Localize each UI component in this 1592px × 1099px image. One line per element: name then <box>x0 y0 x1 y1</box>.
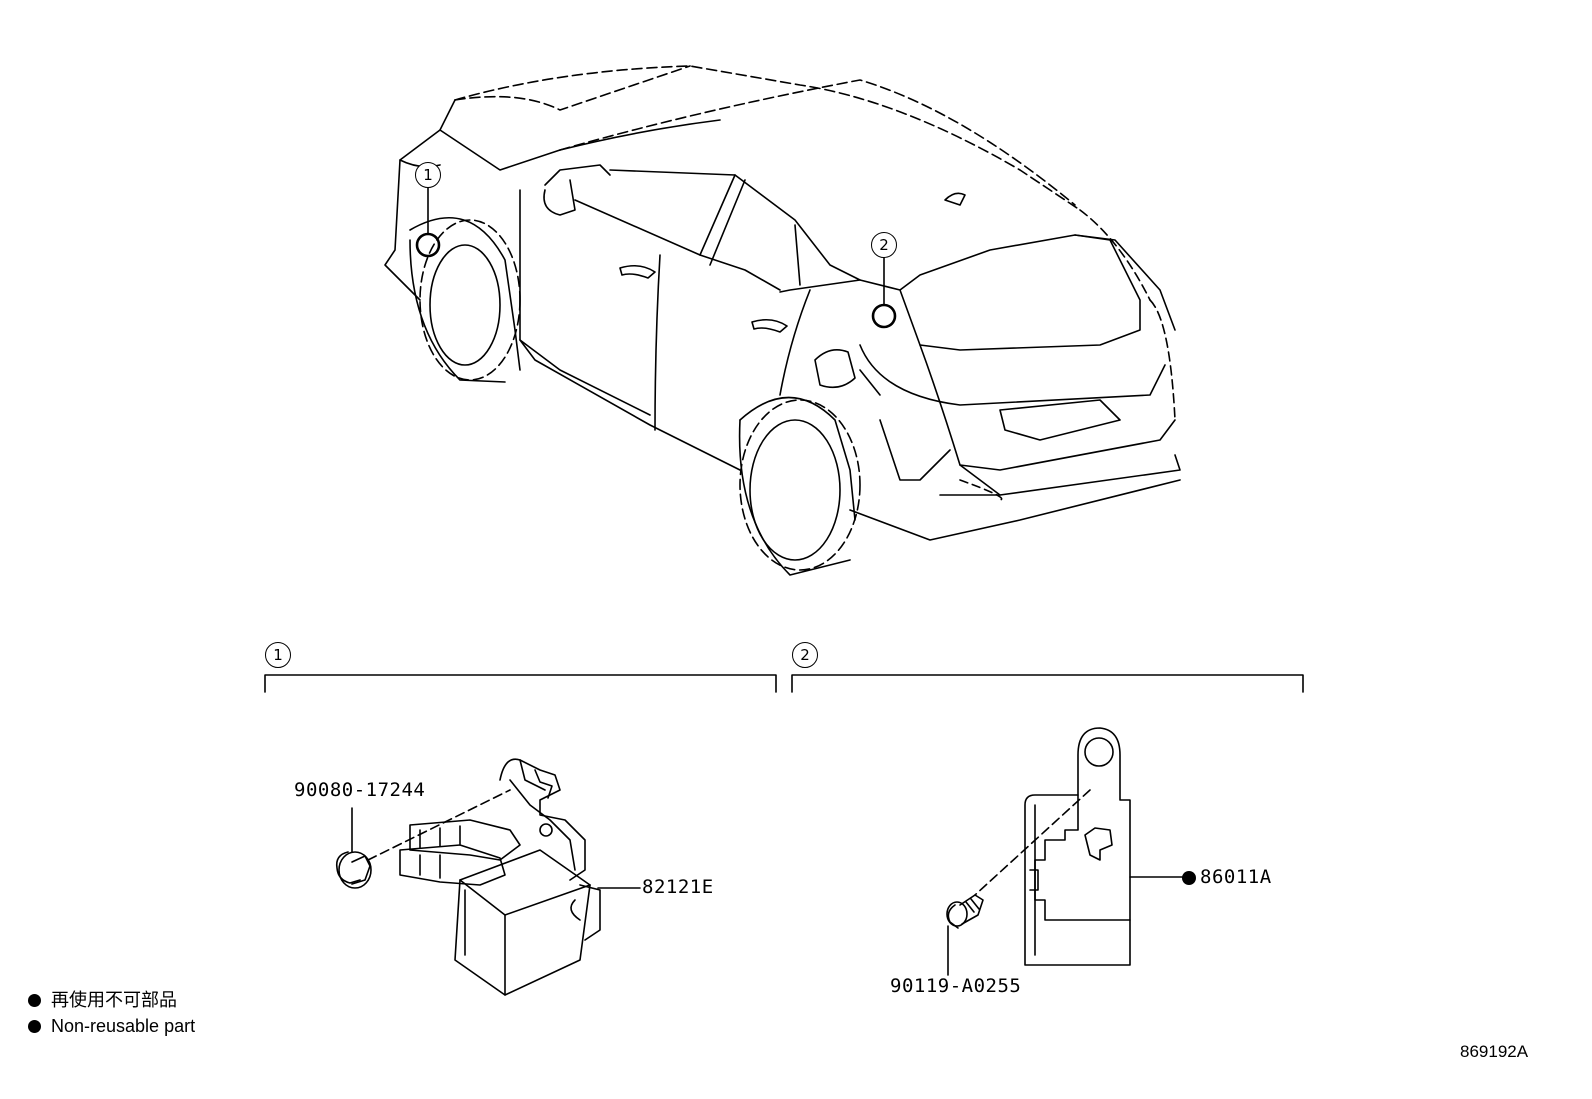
callout-1-marker <box>415 187 441 258</box>
part-label-82121e[interactable]: 82121E <box>642 876 714 898</box>
vehicle-illustration <box>384 65 1181 576</box>
section-2-bracket <box>791 674 1304 693</box>
figure-code: 869192A <box>1460 1042 1529 1061</box>
callout-1-number: 1 <box>415 162 441 188</box>
legend-en: Non-reusable part <box>28 1016 195 1036</box>
legend-en-text: Non-reusable part <box>51 1016 196 1036</box>
module-illustration <box>946 727 1183 976</box>
section-1-number: 1 <box>265 642 291 668</box>
legend-bullet <box>28 994 41 1007</box>
legend-bullet <box>28 1020 41 1033</box>
part-label-90080-17244[interactable]: 90080-17244 <box>294 779 426 801</box>
section-2-number: 2 <box>792 642 818 668</box>
callout-2-marker <box>871 255 897 329</box>
connector-illustration <box>335 758 641 996</box>
legend-jp: 再使用不可部品 <box>28 990 177 1010</box>
part-label-90119-a0255[interactable]: 90119-A0255 <box>890 975 1022 997</box>
callout-2-number: 2 <box>871 232 897 258</box>
non-reusable-marker <box>1182 871 1196 885</box>
legend-jp-text: 再使用不可部品 <box>51 990 177 1010</box>
part-label-86011a[interactable]: 86011A <box>1200 866 1272 888</box>
section-1-bracket <box>264 674 777 693</box>
